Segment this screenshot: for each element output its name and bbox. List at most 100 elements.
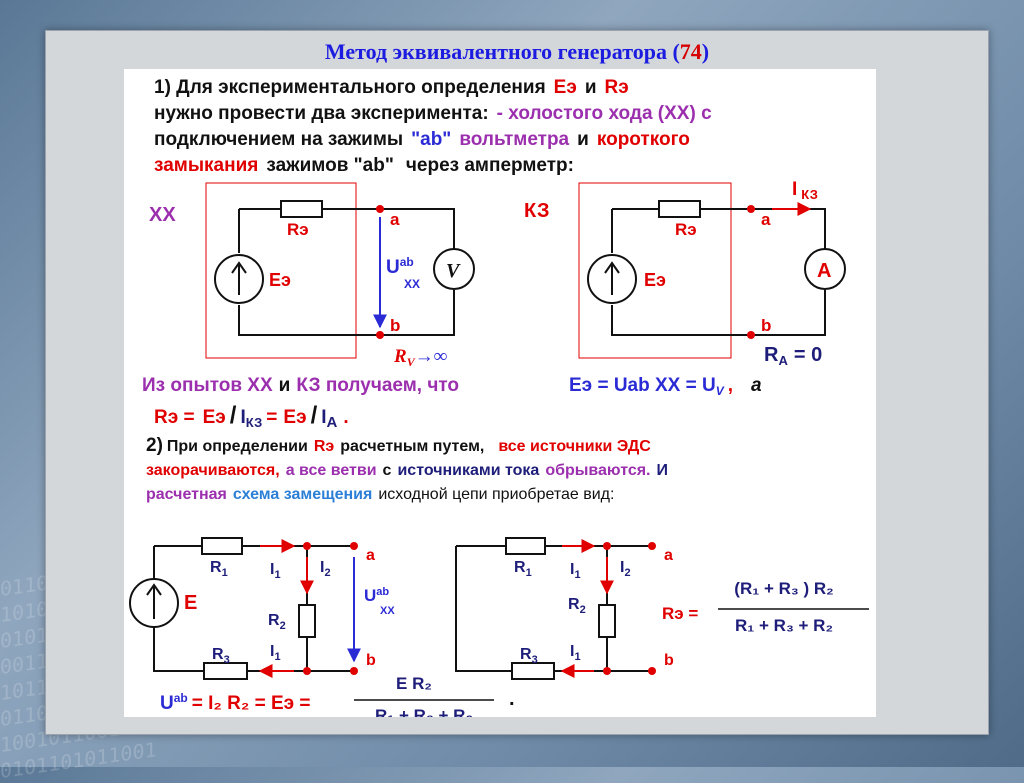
c3-i1b: I bbox=[270, 643, 274, 660]
c4-r3-sub: 3 bbox=[532, 654, 538, 666]
xx-rv-label: RV→∞ bbox=[393, 346, 447, 369]
kz-i-sub: КЗ bbox=[801, 187, 818, 202]
s2-l1-r: Rэ bbox=[314, 438, 335, 455]
c3-voltage-label: Uab bbox=[364, 586, 389, 605]
c3-i2-sub: 2 bbox=[324, 567, 330, 579]
c3-r3-sub: 3 bbox=[224, 654, 230, 666]
s1-l3-d: и bbox=[577, 129, 589, 150]
xx-rv-sub: V bbox=[407, 355, 416, 369]
s2-l1-b: При определении bbox=[167, 438, 308, 455]
c3-u-sub: ХХ bbox=[380, 605, 395, 617]
c4-i2-sub: 2 bbox=[624, 567, 630, 579]
eq2-kz: КЗ bbox=[246, 415, 263, 430]
kz-ra-eq: = 0 bbox=[794, 344, 822, 366]
eq2-e2: Eэ bbox=[283, 407, 306, 428]
s1-line2: нужно провести два эксперимента: - холост… bbox=[154, 103, 712, 124]
c3-r3 bbox=[203, 662, 248, 680]
c3-u-sup: ab bbox=[376, 586, 389, 598]
s2-l2-b: а все ветви bbox=[286, 462, 377, 479]
formula-u: Uab= I₂ R₂ = Eэ = ХХ E R₂ R₁ + R₃ + R₂ . bbox=[160, 674, 515, 717]
formula-u-mid: = I₂ R₂ = Eэ = bbox=[192, 693, 311, 714]
circuit-4: R1 R3 R2 I1 I2 I1 a b bbox=[455, 537, 674, 680]
c4-node-bottom bbox=[603, 667, 611, 675]
kz-wires bbox=[611, 208, 826, 336]
formula-u-sup: ab bbox=[174, 691, 188, 705]
c4-i1-label: I1 bbox=[570, 561, 581, 581]
s2-l3-b: схема замещения bbox=[233, 486, 372, 503]
eq2-a: A bbox=[327, 414, 338, 431]
formula-u-lhs: Uab= I₂ R₂ = Eэ = bbox=[160, 691, 310, 714]
c4-r2-label: R2 bbox=[568, 596, 586, 616]
kz-ammeter-label: A bbox=[817, 260, 831, 282]
kz-node-a: a bbox=[761, 210, 771, 229]
s1-l3-a: подключением на зажимы bbox=[154, 129, 403, 150]
kz-source-arrow-icon bbox=[604, 261, 620, 295]
s1-l3-c: вольтметра bbox=[459, 129, 569, 150]
c4-r3 bbox=[511, 662, 555, 680]
c3-u: U bbox=[364, 586, 376, 605]
kz-ra-sub: A bbox=[778, 353, 788, 368]
s2-l3-c: исходной цепи приобретае вид: bbox=[378, 486, 614, 503]
formula-u-dot: . bbox=[509, 688, 515, 710]
kz-i: I bbox=[792, 179, 797, 200]
s1-l1-r: Rэ bbox=[605, 77, 629, 98]
kz-frame bbox=[578, 182, 732, 359]
c3-r3-letter: R bbox=[212, 646, 224, 663]
s2-l1-d: все источники ЭДС bbox=[498, 438, 651, 455]
c4-node-a-dot bbox=[648, 542, 656, 550]
s1-l4-b: зажимов "ab" bbox=[266, 155, 393, 176]
xx-resistor bbox=[280, 200, 323, 218]
c3-r1-label: R1 bbox=[210, 559, 228, 579]
formula-u-den: R₁ + R₃ + R₂ bbox=[375, 706, 473, 717]
kz-current-label: I КЗ bbox=[792, 179, 818, 202]
c3-r3-label: R3 bbox=[212, 646, 230, 666]
eq2-eq: = bbox=[266, 407, 277, 428]
kz-resistor-label: Rэ bbox=[675, 220, 697, 239]
s2-l1-c: расчетным путем, bbox=[340, 438, 484, 455]
c3-source-arrow-icon bbox=[146, 583, 162, 619]
c4-node-a: a bbox=[664, 547, 673, 564]
xx-voltage-label: Uab bbox=[386, 255, 414, 278]
formula-u-sub: ХХ bbox=[182, 715, 198, 717]
eq2-e: Eэ bbox=[203, 407, 226, 428]
s1-l2-b: - холостого хода (ХХ) с bbox=[497, 103, 712, 124]
s2-l2-e: обрываются. bbox=[545, 462, 650, 479]
c3-node-b: b bbox=[366, 652, 376, 669]
kz-resistor bbox=[658, 200, 701, 218]
c4-r1-label: R1 bbox=[514, 559, 532, 579]
s1-l2-a: нужно провести два эксперимента: bbox=[154, 103, 489, 124]
c3-wires bbox=[153, 545, 354, 672]
s2-l2-f: И bbox=[657, 462, 669, 479]
xx-wires bbox=[238, 208, 455, 336]
eq2-i2: I bbox=[321, 407, 326, 428]
c3-r2 bbox=[298, 604, 316, 638]
s2-l2-d: источниками тока bbox=[397, 462, 539, 479]
c3-i1-label: I1 bbox=[270, 561, 281, 581]
s1-l1-e: Eэ bbox=[554, 77, 577, 98]
c3-source-label: E bbox=[184, 592, 197, 614]
xx-node-b: b bbox=[390, 316, 400, 335]
c3-node-bottom bbox=[303, 667, 311, 675]
xx-source-arrow-icon bbox=[231, 261, 247, 295]
c3-r2-sub: 2 bbox=[280, 620, 286, 632]
result-eq2: Rэ =Eэ/IКЗ=Eэ/IA. bbox=[154, 402, 349, 431]
c3-i2: I bbox=[320, 559, 324, 576]
xx-node-b-dot bbox=[376, 331, 384, 339]
formula-re-den: R₁ + R₃ + R₂ bbox=[735, 616, 833, 635]
c3-i1-sub: 1 bbox=[274, 569, 280, 581]
result-eq-v: V bbox=[716, 384, 725, 398]
circuit-3: E R1 R3 R2 I1 I2 I1 a b Uab ХХ bbox=[129, 537, 395, 680]
formula-re: Rэ = (R₁ + R₃ ) R₂ R₁ + R₃ + R₂ bbox=[662, 579, 869, 635]
c4-i1b: I bbox=[570, 643, 574, 660]
c3-r2-label: R2 bbox=[268, 612, 286, 632]
c3-node-top bbox=[303, 542, 311, 550]
result-and: и bbox=[279, 375, 291, 396]
c4-r2 bbox=[598, 604, 616, 638]
kz-ammeter bbox=[804, 248, 846, 290]
